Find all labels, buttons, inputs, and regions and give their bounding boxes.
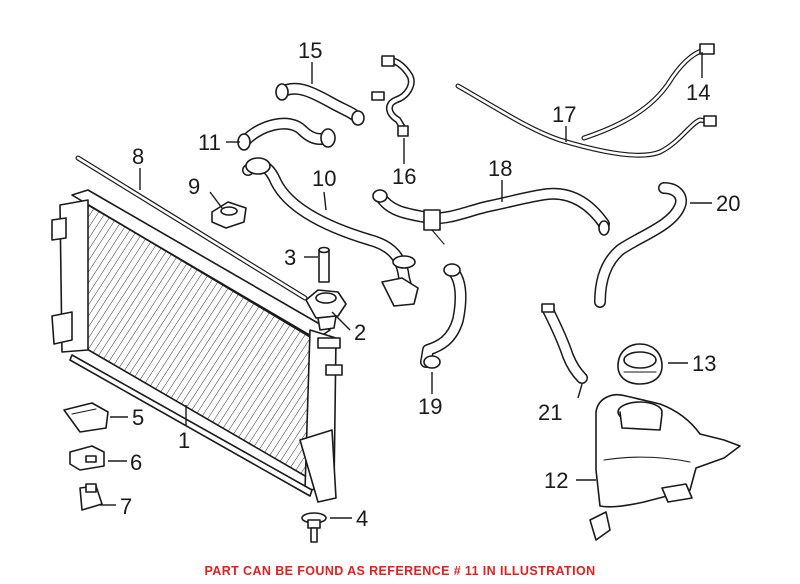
part-14-vent-line [581, 43, 715, 141]
callout-16: 16 [392, 164, 416, 189]
callout-17: 17 [552, 102, 576, 127]
part-6-clip [69, 445, 105, 471]
callout-labels: 1 2 3 4 5 6 7 8 9 10 11 12 13 14 15 16 1… [120, 38, 740, 531]
callout-12: 12 [544, 468, 568, 493]
cooling-system-diagram: 1 2 3 4 5 6 7 8 9 10 11 12 13 14 15 16 1… [51, 38, 741, 543]
part-17-vent-line [455, 83, 717, 158]
part-15-hose [275, 82, 365, 126]
callout-13: 13 [692, 351, 716, 376]
callout-8: 8 [132, 144, 144, 169]
part-1-radiator [51, 189, 343, 503]
part-11-coolant-hose [237, 117, 336, 151]
callout-21: 21 [538, 400, 562, 425]
part-9-mount [211, 201, 247, 229]
part-2-mount [305, 289, 347, 331]
callout-18: 18 [488, 156, 512, 181]
callout-3: 3 [284, 245, 296, 270]
part-4-screw [301, 512, 327, 543]
part-13-expansion-tank-cap [617, 343, 663, 385]
callout-1: 1 [178, 428, 190, 453]
callout-4: 4 [356, 506, 368, 531]
callout-19: 19 [418, 394, 442, 419]
part-21-hose [541, 303, 588, 384]
callout-9: 9 [188, 174, 200, 199]
part-7-clip [79, 483, 103, 511]
callout-2: 2 [354, 320, 366, 345]
part-20-hose [594, 182, 687, 308]
callout-10: 10 [312, 166, 336, 191]
callout-5: 5 [132, 405, 144, 430]
part-16-small-hose [371, 55, 415, 137]
callout-15: 15 [298, 38, 322, 63]
callout-14: 14 [686, 80, 710, 105]
part-10-radiator-hose [242, 157, 419, 307]
part-12-expansion-tank [589, 394, 741, 541]
callout-20: 20 [716, 191, 740, 216]
leader-lines [100, 52, 712, 519]
part-19-hose [420, 263, 467, 369]
callout-6: 6 [130, 450, 142, 475]
reference-caption: PART CAN BE FOUND AS REFERENCE # 11 IN I… [204, 564, 596, 578]
part-3-bolt [318, 246, 330, 283]
part-18-hose [372, 187, 610, 245]
callout-11: 11 [198, 130, 221, 155]
part-8-seal-strip [75, 155, 308, 301]
callout-7: 7 [120, 494, 132, 519]
part-5-bracket [63, 402, 109, 433]
